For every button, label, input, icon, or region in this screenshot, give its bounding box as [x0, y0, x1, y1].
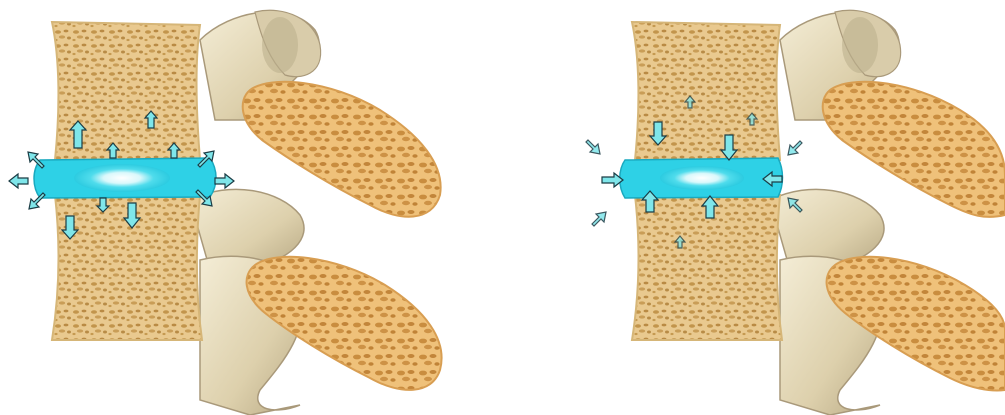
- diagonal-arrow: [592, 212, 606, 226]
- right-spine-illustration: [580, 0, 1005, 415]
- intervertebral-disc: [34, 158, 216, 198]
- left-spine-illustration: [0, 0, 460, 415]
- right-arrow: [215, 174, 234, 188]
- nucleus-pulposus: [74, 164, 170, 192]
- intervertebral-disc: [620, 158, 783, 198]
- nucleus-pulposus: [660, 166, 744, 190]
- posterior-elements: [190, 10, 321, 415]
- left-arrow: [9, 174, 28, 188]
- posterior-elements: [770, 10, 901, 415]
- diagonal-arrow: [788, 141, 802, 155]
- diagonal-arrow: [586, 140, 600, 154]
- spine-segment-svg: [0, 0, 460, 415]
- diagonal-arrow: [29, 193, 45, 209]
- spine-segment-svg: [580, 0, 1005, 415]
